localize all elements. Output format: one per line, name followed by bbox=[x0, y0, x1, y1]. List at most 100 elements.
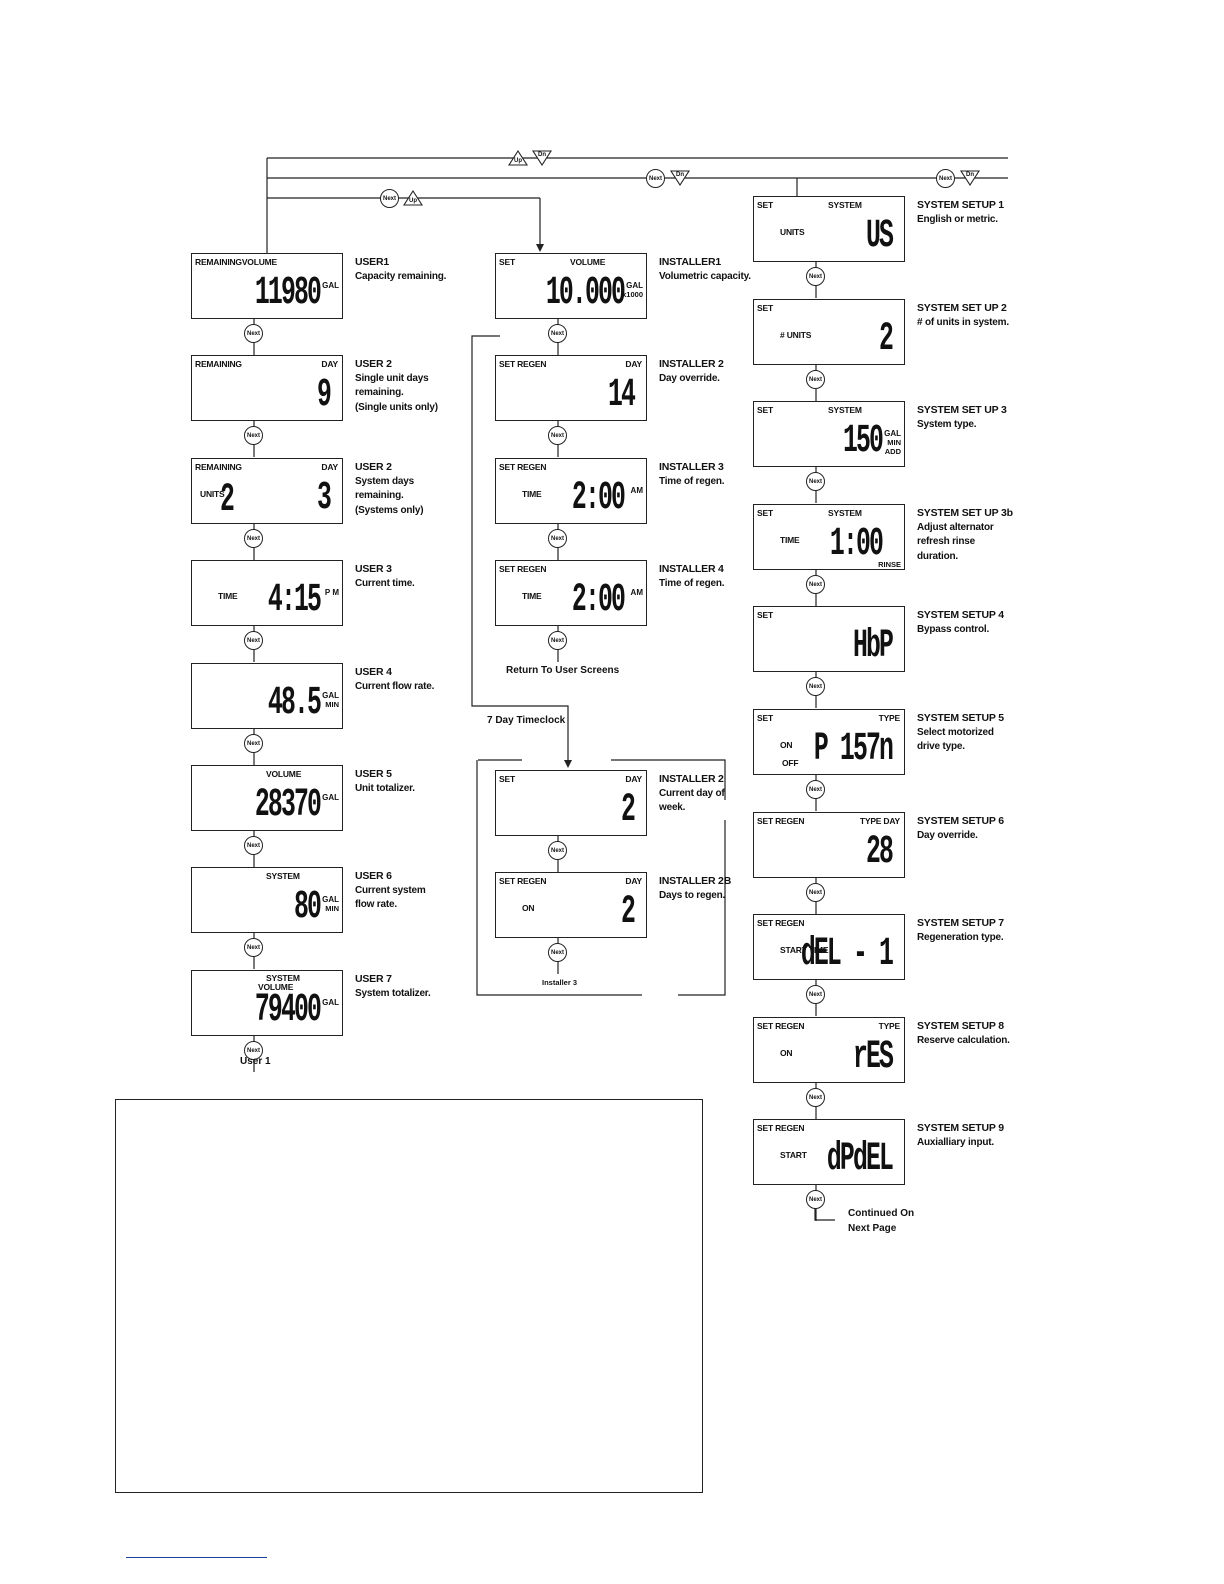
next-button[interactable]: Next bbox=[806, 370, 825, 389]
lcd-side-label-2: OFF bbox=[782, 758, 799, 768]
next-button[interactable]: Next bbox=[548, 529, 567, 548]
lcd-value-digits: 2 bbox=[620, 788, 636, 833]
screen-title: USER1 bbox=[355, 256, 390, 268]
next-button[interactable]: Next bbox=[244, 836, 263, 855]
screen-description: drive type. bbox=[917, 741, 965, 752]
screen-label: INSTALLER 2 Day override. bbox=[659, 357, 724, 386]
next-button[interactable]: Next bbox=[244, 1041, 263, 1060]
lcd-unit-top: GAL bbox=[322, 691, 339, 700]
lcd-unit-top: GAL bbox=[884, 429, 901, 438]
lcd-top-center-label: SYSTEM bbox=[828, 508, 862, 518]
screen-description: # of units in system. bbox=[917, 316, 1009, 328]
screen-description: Current time. bbox=[355, 577, 415, 589]
next-button[interactable]: Next bbox=[244, 426, 263, 445]
lcd-value-digits: 1:00 bbox=[829, 522, 884, 567]
next-button[interactable]: Next bbox=[548, 426, 567, 445]
next-button[interactable]: Next bbox=[548, 324, 567, 343]
screen-description: duration. bbox=[917, 550, 958, 562]
next-button[interactable]: Next bbox=[244, 938, 263, 957]
lcd-display: SET REGEN DAY ON 2 bbox=[495, 872, 647, 938]
next-button[interactable]: Next bbox=[936, 169, 955, 188]
down-arrow-button[interactable]: Dn bbox=[670, 170, 690, 186]
lcd-top-left-label: SET REGEN bbox=[499, 462, 547, 472]
screen-title: SYSTEM SETUP 8 bbox=[917, 1020, 1004, 1032]
next-button[interactable]: Next bbox=[806, 1190, 825, 1209]
lcd-unit-bottom: MIN bbox=[325, 904, 339, 913]
next-button[interactable]: Next bbox=[244, 734, 263, 753]
lcd-top-center-label: VOLUME bbox=[570, 257, 606, 267]
lcd-top-left-label: SET REGEN bbox=[499, 564, 547, 574]
next-button[interactable]: Next bbox=[806, 883, 825, 902]
lcd-top-left-label: SET REGEN bbox=[499, 876, 547, 886]
screen-description: Time of regen. bbox=[659, 475, 725, 487]
lcd-top-left-label: REMAININGVOLUME bbox=[195, 257, 278, 267]
lcd-unit-top: GAL bbox=[322, 281, 339, 290]
up-arrow-button[interactable]: Up bbox=[508, 150, 528, 166]
down-arrow-button[interactable]: Dn bbox=[532, 150, 552, 166]
up-arrow-button[interactable]: Up bbox=[403, 190, 423, 206]
screen-label: SYSTEM SETUP 7 Regeneration type. bbox=[917, 916, 1004, 945]
lcd-top-left-label: SET REGEN bbox=[757, 918, 805, 928]
lcd-top-right-label: TYPE bbox=[878, 713, 901, 723]
installer-return-label: Return To User Screens bbox=[506, 665, 620, 676]
screen-title: SYSTEM SETUP 1 bbox=[917, 199, 1004, 211]
next-button[interactable]: Next bbox=[806, 575, 825, 594]
screen-description: Auxialliary input. bbox=[917, 1136, 994, 1148]
lcd-side-label: ON bbox=[522, 903, 535, 913]
lcd-value-digits: 2 bbox=[620, 890, 636, 935]
lcd-side-label: TIME bbox=[218, 591, 238, 601]
continue-line-2: Next Page bbox=[848, 1223, 897, 1234]
down-arrow-button[interactable]: Dn bbox=[960, 170, 980, 186]
screen-title: INSTALLER 2 bbox=[659, 773, 724, 785]
lcd-unit-third: ADD bbox=[884, 447, 901, 456]
screen-description: Regeneration type. bbox=[917, 931, 1004, 943]
lcd-value-digits: 10.000 bbox=[545, 271, 626, 316]
next-button[interactable]: Next bbox=[548, 841, 567, 860]
next-button[interactable]: Next bbox=[244, 324, 263, 343]
lcd-unit-top: AM bbox=[630, 588, 643, 597]
next-button[interactable]: Next bbox=[548, 943, 567, 962]
next-button[interactable]: Next bbox=[806, 1088, 825, 1107]
timeclock-return-label: Installer 3 bbox=[542, 978, 578, 987]
next-button[interactable]: Next bbox=[244, 529, 263, 548]
lcd-top-right-label: DAY bbox=[625, 774, 642, 784]
next-button[interactable]: Next bbox=[548, 631, 567, 650]
next-button[interactable]: Next bbox=[806, 267, 825, 286]
screen-description: Current system bbox=[355, 884, 426, 896]
next-button[interactable]: Next bbox=[806, 985, 825, 1004]
next-button[interactable]: Next bbox=[380, 189, 399, 208]
next-button[interactable]: Next bbox=[244, 631, 263, 650]
lcd-side-label: UNITS bbox=[780, 227, 805, 237]
next-button[interactable]: Next bbox=[806, 472, 825, 491]
lcd-value-digits: US bbox=[865, 214, 894, 259]
lcd-value-digits: 28370 bbox=[254, 783, 322, 828]
screen-title: INSTALLER 2B bbox=[659, 875, 732, 887]
lcd-top-left-label: SET REGEN bbox=[757, 1021, 805, 1031]
screen-title: SYSTEM SET UP 3 bbox=[917, 404, 1007, 416]
screen-description: (Single units only) bbox=[355, 401, 438, 413]
lcd-top-left-label: REMAINING bbox=[195, 462, 242, 472]
screen-title: SYSTEM SETUP 7 bbox=[917, 917, 1004, 929]
screen-description: Day override. bbox=[659, 372, 720, 384]
lcd-top-right-label: DAY bbox=[625, 876, 642, 886]
screen-title: SYSTEM SET UP 2 bbox=[917, 302, 1007, 314]
next-button[interactable]: Next bbox=[806, 780, 825, 799]
lcd-side-label: ON bbox=[780, 740, 793, 750]
screen-description: Bypass control. bbox=[917, 623, 990, 635]
screen-title: SYSTEM SET UP 3b bbox=[917, 507, 1013, 519]
lcd-top-center-label: SYSTEM bbox=[828, 405, 862, 415]
lcd-top-left-label: REMAINING bbox=[195, 359, 242, 369]
next-button[interactable]: Next bbox=[646, 169, 665, 188]
next-button[interactable]: Next bbox=[806, 677, 825, 696]
screen-title: INSTALLER 2 bbox=[659, 358, 724, 370]
